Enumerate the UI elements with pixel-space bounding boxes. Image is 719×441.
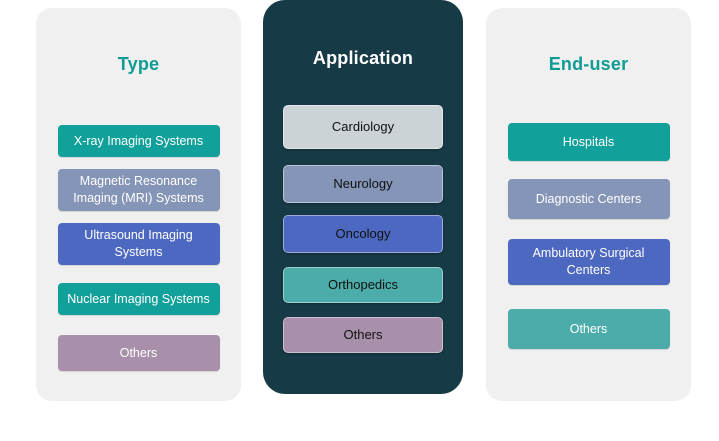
type-item-xray: X-ray Imaging Systems [57,125,220,157]
application-item-neurology: Neurology [283,165,443,203]
type-item-ultrasound: Ultrasound Imaging Systems [57,223,220,265]
type-item-mri: Magnetic Resonance Imaging (MRI) Systems [57,169,220,211]
end-user-item-ambulatory-surgical-centers: Ambulatory Surgical Centers [507,239,670,285]
application-panel-title: Application [312,48,414,68]
end-user-item-others: Others [507,309,670,349]
type-item-list: X-ray Imaging Systems Magnetic Resonance… [36,75,241,371]
end-user-item-hospitals: Hospitals [507,123,670,161]
end-user-item-diagnostic-centers: Diagnostic Centers [507,179,670,219]
end-user-panel-title: End-user [548,54,629,74]
type-item-others: Others [57,335,220,371]
type-item-nuclear: Nuclear Imaging Systems [57,283,220,315]
end-user-item-list: Hospitals Diagnostic Centers Ambulatory … [486,75,691,349]
type-panel: Type X-ray Imaging Systems Magnetic Reso… [36,8,241,401]
application-item-oncology: Oncology [283,215,443,253]
application-item-list: Cardiology Neurology Oncology Orthopedic… [263,69,463,353]
application-item-cardiology: Cardiology [283,105,443,149]
type-panel-title: Type [117,54,160,74]
application-panel: Application Cardiology Neurology Oncolog… [263,0,463,394]
application-item-orthopedics: Orthopedics [283,267,443,303]
end-user-panel: End-user Hospitals Diagnostic Centers Am… [486,8,691,401]
application-item-others: Others [283,317,443,353]
